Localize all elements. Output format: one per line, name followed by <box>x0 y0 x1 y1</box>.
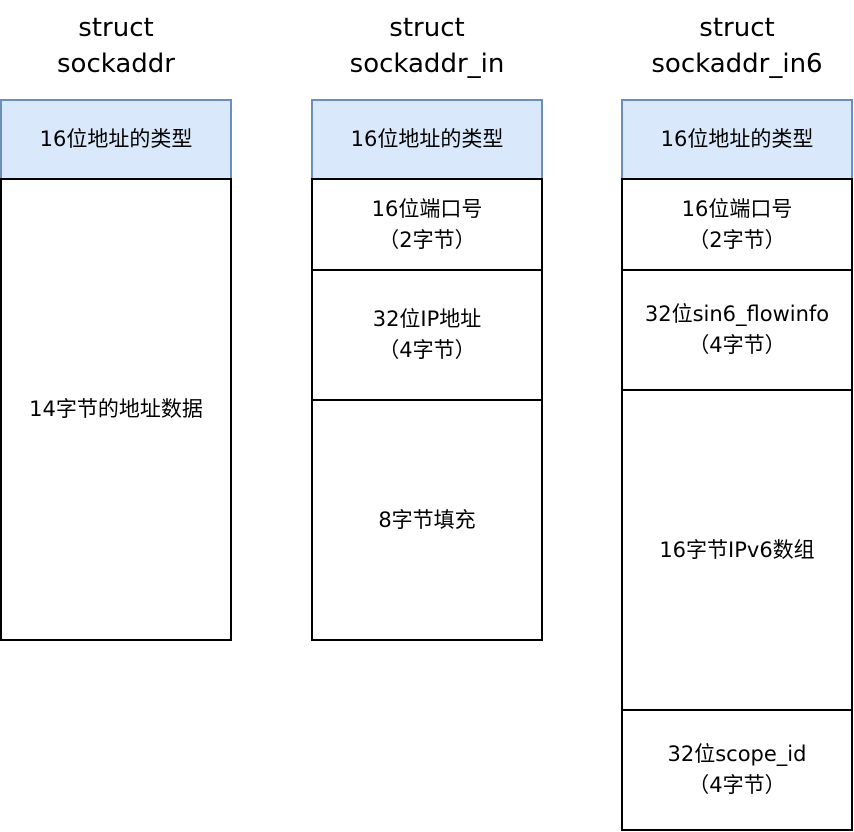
sockaddr-family-field: 16位地址的类型 <box>0 99 232 180</box>
sockaddr-data-field: 14字节的地址数据 <box>0 178 232 641</box>
sockaddr-in6-scope-id-field: 32位scope_id （4字节） <box>621 709 853 831</box>
sockaddr-in-family-field: 16位地址的类型 <box>311 99 543 180</box>
sockaddr-in6-addr-field: 16字节IPv6数组 <box>621 389 853 711</box>
sockaddr-in-title: struct sockaddr_in <box>349 13 505 79</box>
sockaddr-in-port-field: 16位端口号 （2字节） <box>311 178 543 271</box>
sockaddr-in6-title: struct sockaddr_in6 <box>651 13 823 79</box>
sockaddr-in-padding-field: 8字节填充 <box>311 399 543 641</box>
sockaddr-in6-family-field: 16位地址的类型 <box>621 99 853 180</box>
sockaddr-in6-port-field: 16位端口号 （2字节） <box>621 178 853 271</box>
sockaddr-in6-flowinfo-field: 32位sin6_flowinfo （4字节） <box>621 269 853 391</box>
sockaddr-in-addr-field: 32位IP地址 （4字节） <box>311 269 543 401</box>
sockaddr-title: struct sockaddr <box>57 13 175 79</box>
